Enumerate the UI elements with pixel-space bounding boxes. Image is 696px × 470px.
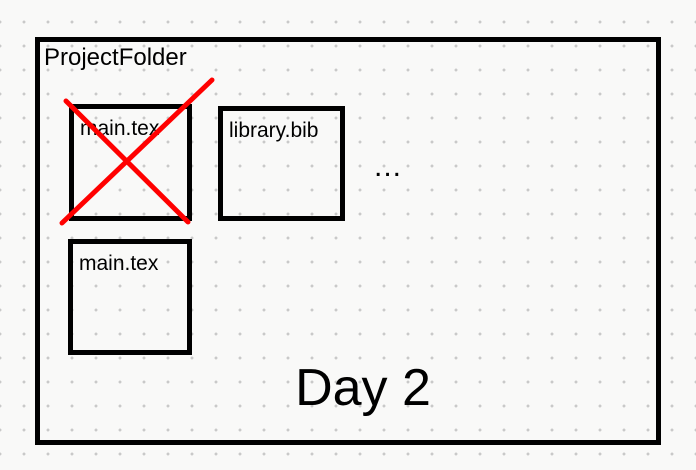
file-label: library.bib [229,119,319,142]
file-library-bib: library.bib [218,106,345,221]
more-files-ellipsis: ... [374,150,403,183]
file-main-tex-new: main.tex [68,239,192,355]
day-label: Day 2 [295,359,431,417]
file-label: main.tex [79,252,159,275]
folder-title: ProjectFolder [44,44,187,71]
project-folder [35,37,661,445]
cross-stroke-up [59,77,215,226]
